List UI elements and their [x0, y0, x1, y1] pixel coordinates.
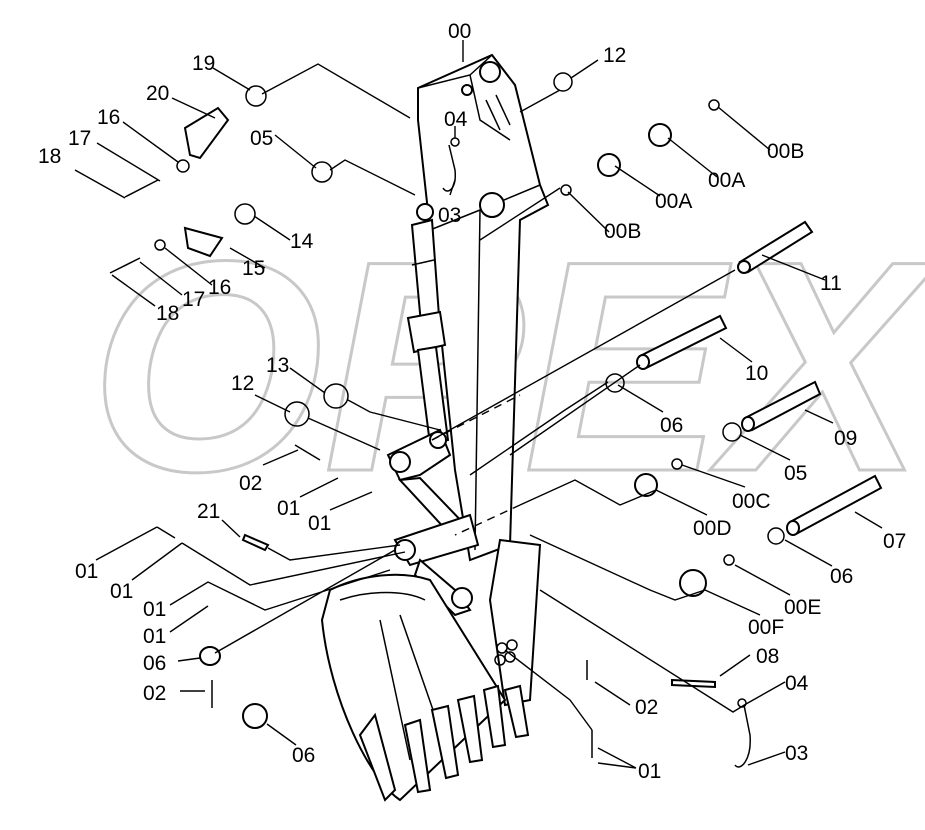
callout-02-mid: 02 — [239, 472, 262, 495]
callout-05-upper: 05 — [250, 127, 273, 150]
callout-00d: 00D — [693, 517, 732, 540]
callout-01-f: 01 — [143, 625, 166, 648]
callout-10: 10 — [745, 362, 768, 385]
callout-06-bottom: 06 — [292, 744, 315, 767]
callout-12-top: 12 — [603, 44, 626, 67]
callout-01-a: 01 — [277, 497, 300, 520]
callout-21: 21 — [197, 500, 220, 523]
callout-00b-right: 00B — [767, 140, 804, 163]
callout-15: 15 — [242, 257, 265, 280]
callout-04-lower: 04 — [785, 672, 809, 695]
callout-01-bottom: 01 — [638, 760, 661, 783]
callout-16-upper: 16 — [97, 106, 120, 129]
callout-03-lower: 03 — [785, 742, 808, 765]
bucket — [320, 573, 530, 802]
callout-01-e: 01 — [143, 598, 166, 621]
callout-01-c: 01 — [75, 560, 98, 583]
leader-lines — [74, 40, 883, 769]
callout-00: 00 — [448, 20, 471, 43]
callout-00c: 00C — [732, 490, 771, 513]
callout-19: 19 — [192, 52, 215, 75]
callout-09: 09 — [834, 427, 857, 450]
callout-17-lower: 17 — [182, 288, 205, 311]
callout-06-mid: 06 — [660, 414, 683, 437]
callout-07: 07 — [883, 530, 906, 553]
callout-11: 11 — [820, 272, 842, 295]
callout-13: 13 — [266, 354, 289, 377]
callout-03-upper: 03 — [438, 204, 461, 227]
callout-17-upper: 17 — [68, 127, 91, 150]
callout-04-upper: 04 — [444, 108, 468, 131]
callout-00f: 00F — [748, 616, 784, 639]
callout-14: 14 — [290, 230, 314, 253]
arm-body — [416, 53, 550, 562]
callout-00b-left: 00B — [604, 220, 641, 243]
callout-18-lower: 18 — [156, 302, 179, 325]
callout-labels: 00 12 19 20 16 17 18 05 04 03 00B 00A 00… — [38, 20, 906, 783]
callout-20: 20 — [146, 82, 169, 105]
callout-06-right: 06 — [830, 565, 853, 588]
callout-18-upper: 18 — [38, 145, 61, 168]
callout-08: 08 — [756, 645, 779, 668]
callout-00a-left: 00A — [655, 190, 692, 213]
callout-02-left: 02 — [143, 682, 166, 705]
callout-00e: 00E — [784, 596, 821, 619]
linkage — [386, 428, 542, 707]
callout-06-left: 06 — [143, 652, 166, 675]
callout-01-b: 01 — [308, 512, 331, 535]
pins-left — [109, 85, 593, 758]
callout-00a-right: 00A — [708, 169, 745, 192]
callout-05-lower: 05 — [784, 462, 807, 485]
callout-16-lower: 16 — [208, 276, 231, 299]
callout-12-mid: 12 — [231, 372, 254, 395]
callout-01-d: 01 — [110, 580, 133, 603]
callout-02-right: 02 — [635, 696, 658, 719]
bucket-cylinder — [406, 218, 450, 446]
